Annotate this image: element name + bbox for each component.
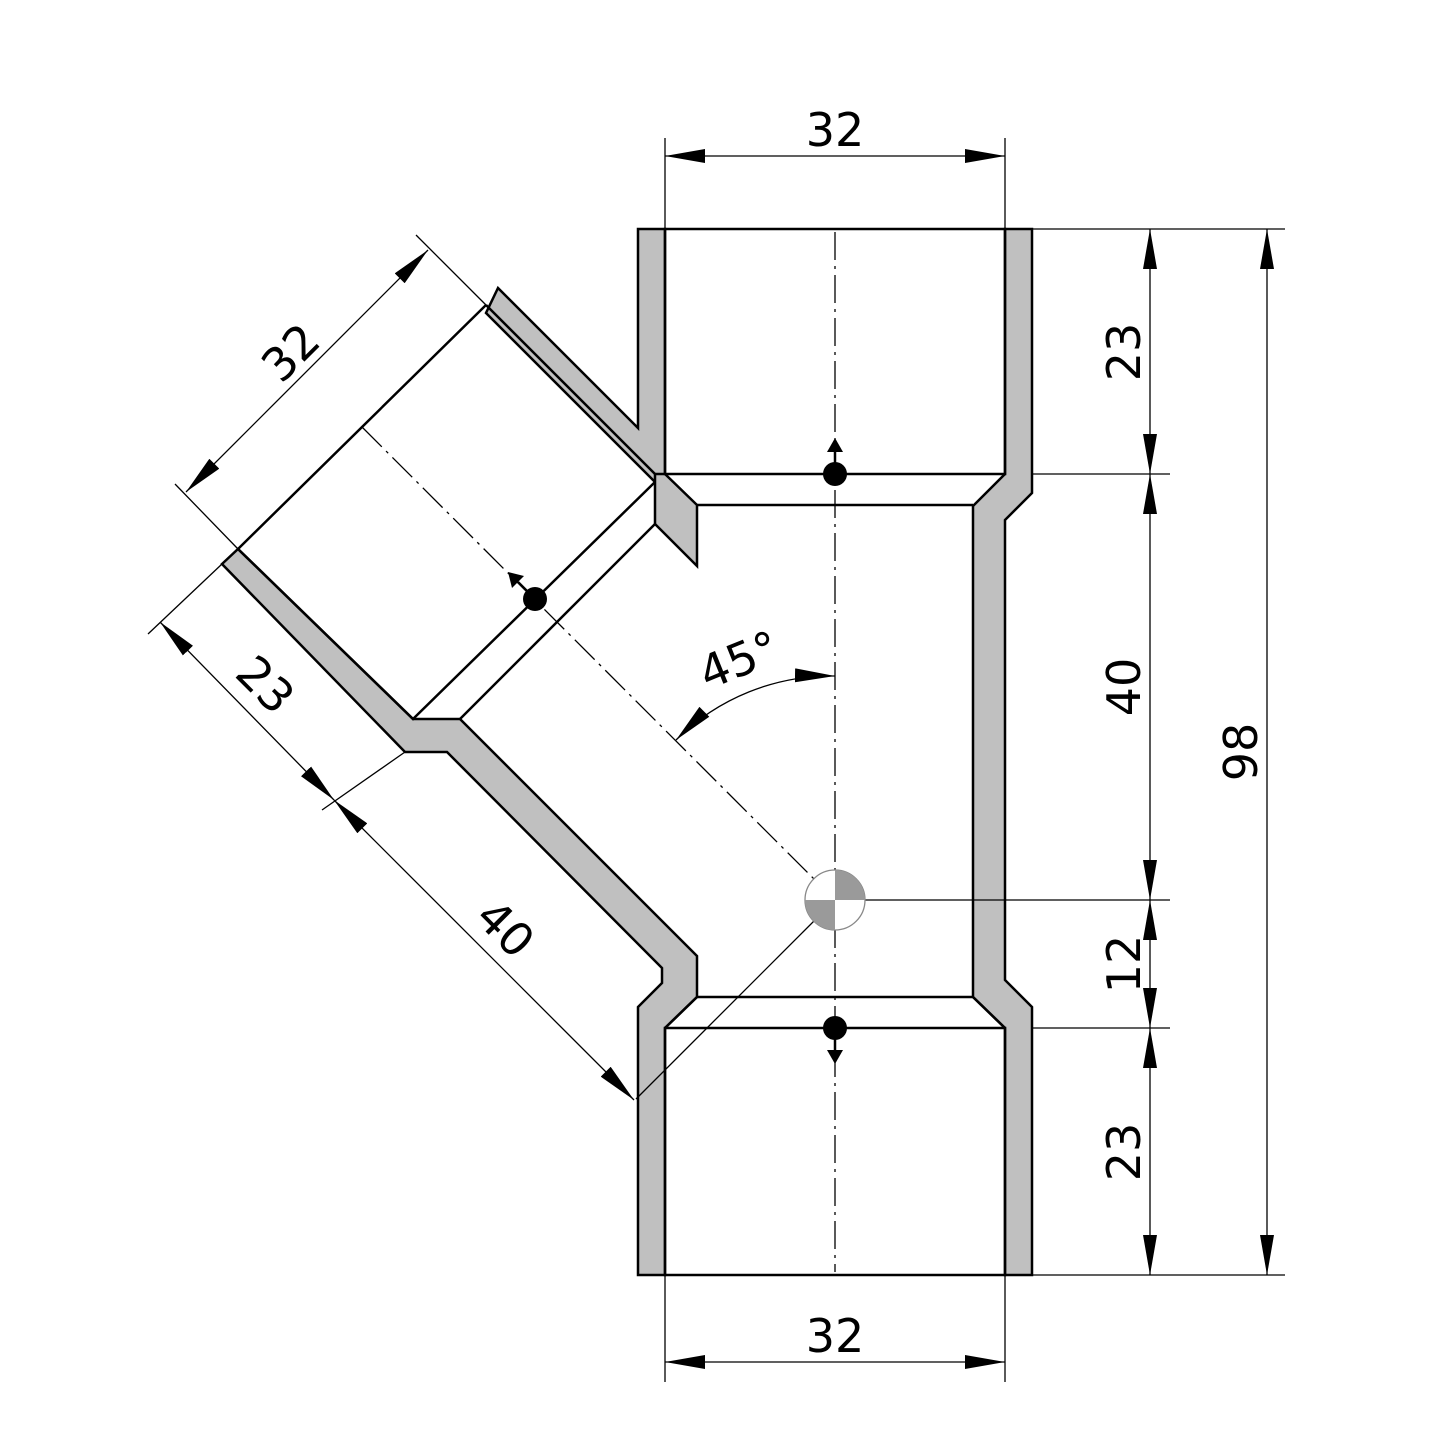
branch-bore-line [459, 523, 656, 720]
label-top-width: 32 [806, 103, 865, 157]
label-angle: 45° [691, 620, 787, 701]
thin-lines [635, 899, 1170, 1100]
dim-branch-23 [159, 621, 335, 801]
label-branch-23: 23 [226, 645, 306, 725]
flow-markers [508, 438, 847, 1064]
label-overall-98: 98 [1214, 723, 1268, 782]
dimension-lines [159, 149, 1274, 1369]
label-branch-width: 32 [251, 313, 331, 393]
branch-lower-wall [220, 547, 699, 1277]
center-mark [804, 869, 866, 931]
top-socket-bore [663, 227, 1007, 476]
flow-marker-bottom [823, 1016, 847, 1064]
label-right-23-bottom: 23 [1097, 1123, 1151, 1182]
label-branch-40: 40 [466, 889, 546, 969]
label-right-12: 12 [1097, 935, 1151, 994]
pipe-walls [220, 227, 1034, 1277]
top-right-wall [971, 227, 1034, 1277]
flow-marker-branch [508, 572, 547, 611]
flow-marker-top [823, 438, 847, 486]
bottom-transition [664, 996, 1006, 1029]
branch-upper-wall [484, 227, 699, 570]
branch-offset-line [635, 899, 836, 1100]
dim-branch-40 [333, 799, 635, 1101]
label-bottom-width: 32 [806, 1309, 865, 1363]
dim-angle-arc [675, 668, 836, 741]
center-lines [361, 232, 836, 1272]
label-right-23-top: 23 [1097, 323, 1151, 382]
dim-branch-width [185, 249, 429, 493]
inner-outlines [237, 227, 1007, 1277]
label-right-40: 40 [1097, 658, 1151, 717]
branch-axis [361, 426, 826, 891]
